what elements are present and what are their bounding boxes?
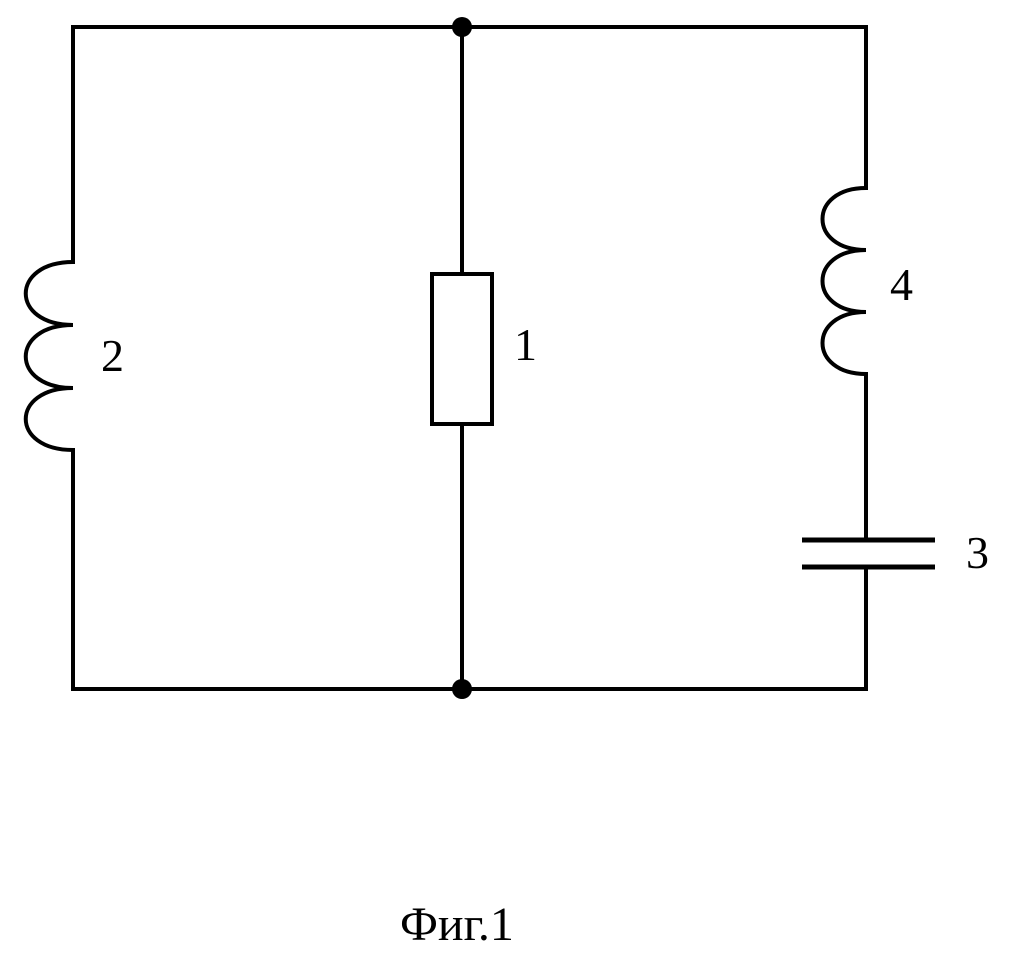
resistor-1-label: 1 <box>514 319 537 370</box>
inductor-4-label: 4 <box>890 259 913 310</box>
capacitor-3-label: 3 <box>966 527 989 578</box>
inductor-2-label: 2 <box>101 330 124 381</box>
figure-caption: Фиг.1 <box>400 898 514 951</box>
top-junction-node <box>452 17 472 37</box>
resistor-1-body <box>432 274 492 424</box>
inductor-4-coil <box>823 188 867 374</box>
inductor-2-coil <box>26 262 73 450</box>
bottom-junction-node <box>452 679 472 699</box>
